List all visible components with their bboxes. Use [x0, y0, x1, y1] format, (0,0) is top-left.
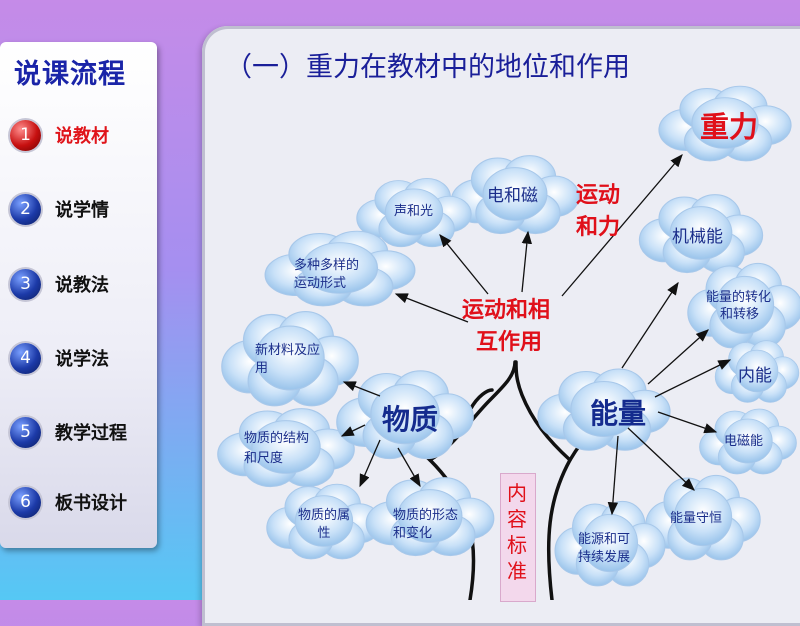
step-number-5-icon: 5: [10, 416, 41, 448]
sidebar-title: 说课流程: [14, 59, 126, 90]
diagram-arrows: [340, 154, 732, 516]
page-title: （一）重力在教材中的地位和作用: [225, 52, 630, 83]
label-em-energy: 电磁能: [724, 434, 764, 449]
label-sustainable-2: 持续发展: [578, 550, 631, 565]
knowledge-tree-diagram: [217, 85, 800, 600]
label-motion-force-1: 运动: [576, 183, 621, 208]
label-new-materials-2: 用: [255, 361, 269, 376]
label-new-materials-1: 新材料及应: [255, 343, 321, 358]
label-matter-structure-1: 物质的结构: [244, 431, 310, 446]
nav-label-2: 说学情: [55, 200, 109, 221]
label-matter-properties-2: 性: [317, 526, 331, 541]
label-energy: 能量: [590, 397, 647, 430]
nav-item-2[interactable]: 2 说学情: [10, 192, 109, 226]
nav-item-1[interactable]: 1 说教材: [10, 118, 109, 152]
step-number-2-icon: 2: [10, 193, 41, 225]
label-energy-transform-2: 和转移: [720, 307, 760, 322]
nav-item-4[interactable]: 4 说学法: [10, 341, 109, 375]
label-gravity: 重力: [700, 110, 759, 144]
nav-label-5: 教学过程: [55, 423, 127, 444]
label-matter-forms-1: 物质的形态: [393, 508, 459, 523]
label-interaction-2: 互作用: [476, 330, 543, 355]
label-motion-forms-1: 多种多样的: [294, 258, 360, 273]
step-number-4-icon: 4: [10, 342, 41, 374]
label-matter-properties-1: 物质的属: [297, 508, 350, 523]
nav-item-6[interactable]: 6 板书设计: [10, 485, 127, 519]
step-number-3-icon: 3: [10, 268, 41, 300]
nav-label-1: 说教材: [55, 126, 109, 147]
step-number-1-icon: 1: [10, 119, 41, 151]
nav-label-4: 说学法: [55, 349, 109, 370]
label-sound-light: 声和光: [394, 204, 434, 219]
nav-item-5[interactable]: 5 教学过程: [10, 415, 127, 449]
content-standard-box: [500, 473, 536, 602]
label-mechanical-energy: 机械能: [672, 227, 723, 247]
label-matter-structure-2: 和尺度: [244, 451, 284, 466]
label-internal-energy: 内能: [738, 366, 772, 386]
label-energy-transform-1: 能量的转化: [706, 290, 772, 305]
label-motion-forms-2: 运动形式: [294, 276, 347, 291]
nav-label-6: 板书设计: [55, 493, 127, 514]
nav-label-3: 说教法: [55, 275, 109, 296]
label-matter-forms-2: 和变化: [393, 526, 433, 541]
label-energy-conservation: 能量守恒: [670, 511, 723, 526]
label-interaction-1: 运动和相: [462, 298, 551, 323]
step-number-6-icon: 6: [10, 486, 41, 518]
label-sustainable-1: 能源和可: [578, 532, 631, 547]
label-electromagnetism: 电和磁: [487, 186, 538, 206]
nav-item-3[interactable]: 3 说教法: [10, 267, 109, 301]
label-matter: 物质: [382, 403, 439, 436]
label-motion-force-2: 和力: [576, 215, 621, 240]
content-standard-label: 内容标准: [507, 481, 527, 583]
